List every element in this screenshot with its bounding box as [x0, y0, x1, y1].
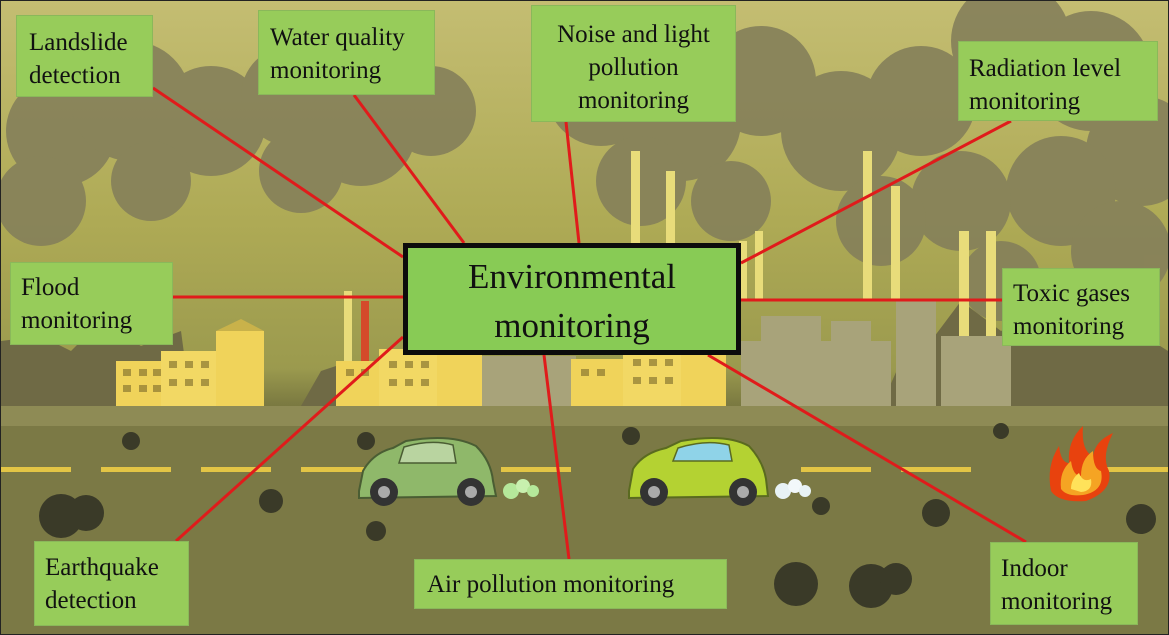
fire-icon	[1049, 426, 1113, 502]
node-label-line: Toxic gases	[1013, 280, 1130, 307]
node-label-line: monitoring	[577, 87, 690, 114]
node-label-line: monitoring	[969, 88, 1081, 115]
center-node-line-2: monitoring	[494, 306, 650, 345]
green-car	[358, 437, 539, 506]
node-label-line: Noise and light	[557, 21, 710, 48]
connector-line-radiation	[740, 119, 1012, 265]
connector-line-water	[352, 94, 466, 244]
node-label-line: detection	[29, 62, 121, 89]
connector-line-earthquake	[174, 335, 405, 543]
node-label-line: monitoring	[1013, 313, 1125, 340]
yellow-green-car	[628, 437, 811, 506]
node-toxic-gases-monitoring: Toxic gases monitoring	[1002, 268, 1160, 346]
smokestacks	[344, 151, 996, 361]
node-earthquake-detection: Earthquake detection	[34, 541, 189, 626]
node-label-line: Flood	[21, 274, 80, 301]
node-label-line: monitoring	[21, 307, 133, 334]
center-node-line-1: Environmental	[467, 257, 676, 296]
node-flood-monitoring: Flood monitoring	[10, 262, 173, 345]
node-label-line: Landslide	[29, 29, 128, 56]
node-label-line: Earthquake	[45, 554, 159, 581]
node-label-line: detection	[45, 587, 137, 614]
node-air-pollution-monitoring: Air pollution monitoring	[414, 559, 727, 609]
connectors	[152, 86, 1027, 560]
connector-line-noise	[564, 121, 581, 244]
node-label-line: Air pollution monitoring	[427, 571, 675, 598]
node-water-quality-monitoring: Water quality monitoring	[258, 10, 435, 95]
connector-line-air	[542, 354, 571, 560]
node-indoor-monitoring: Indoor monitoring	[990, 542, 1138, 625]
node-label-line: monitoring	[270, 57, 382, 84]
road-upper	[1, 406, 1168, 426]
node-label-line: pollution	[588, 54, 679, 81]
yellow-buildings	[116, 319, 726, 406]
node-radiation-level-monitoring: Radiation level monitoring	[958, 41, 1158, 121]
connector-line-indoor	[707, 353, 1027, 544]
node-noise-light-pollution-monitoring: Noise and light pollution monitoring	[531, 5, 736, 122]
node-label-line: Water quality	[270, 24, 405, 51]
factories	[481, 301, 1011, 406]
center-node-environmental-monitoring: Environmental monitoring	[403, 243, 741, 355]
node-label-line: Indoor	[1001, 555, 1068, 582]
node-landslide-detection: Landslide detection	[16, 15, 153, 97]
road-stripe	[1, 467, 1168, 472]
bushes	[39, 423, 1156, 608]
connector-line-landslide	[152, 86, 404, 259]
node-label-line: monitoring	[1001, 588, 1113, 615]
node-label-line: Radiation level	[969, 55, 1122, 82]
